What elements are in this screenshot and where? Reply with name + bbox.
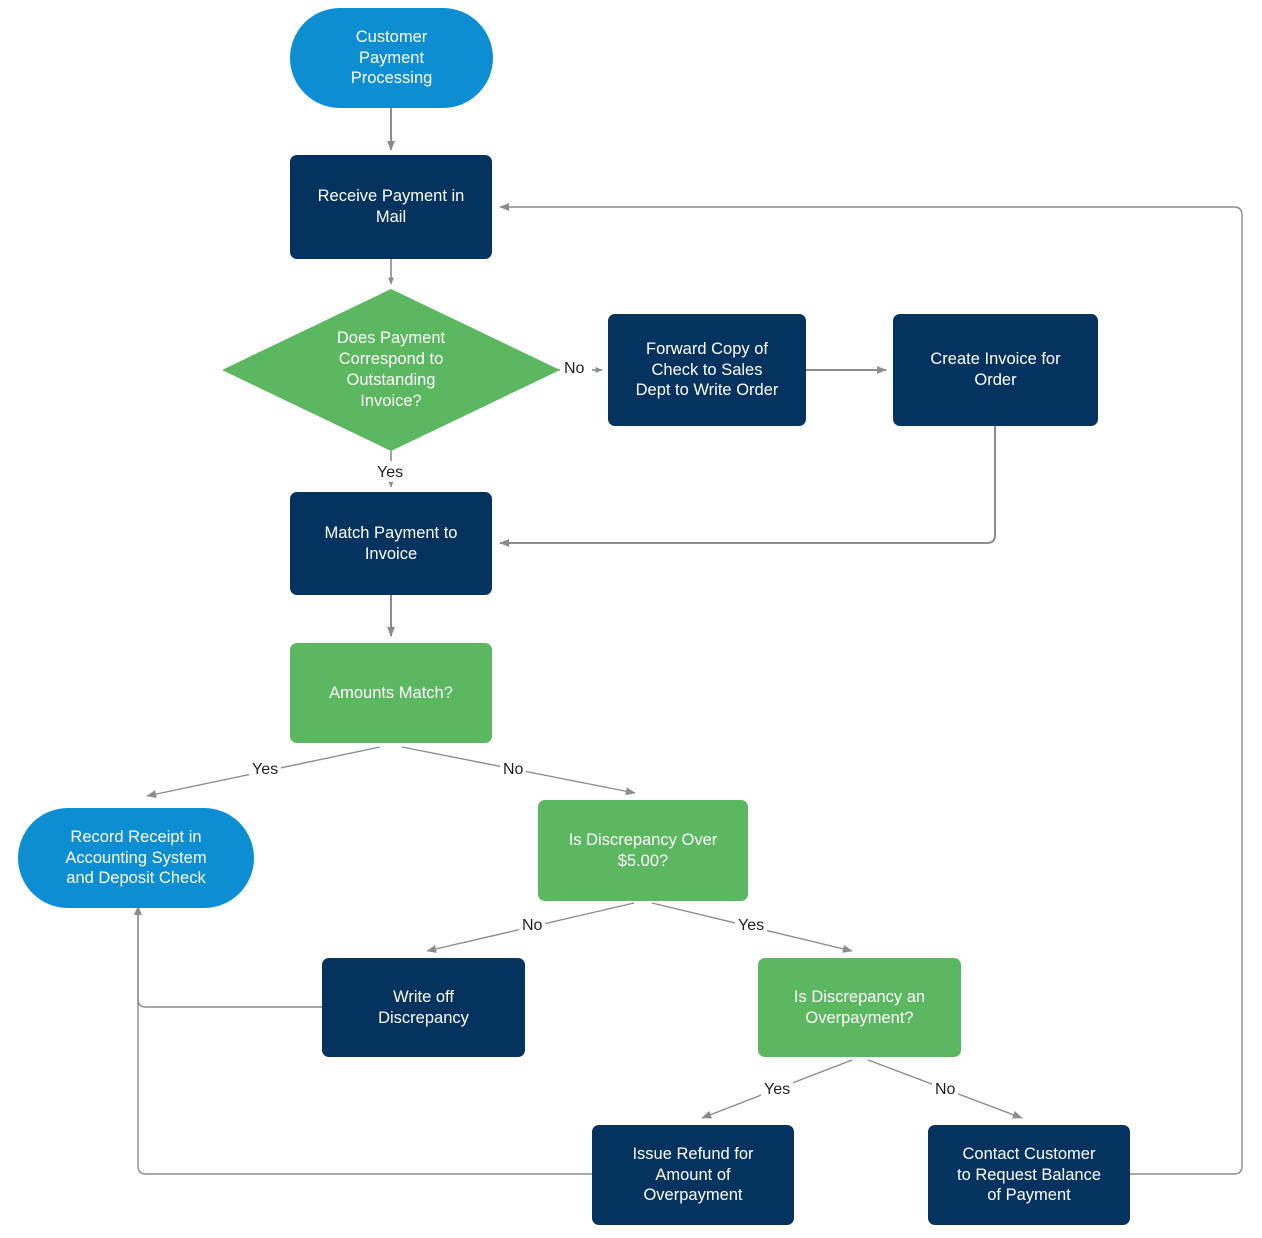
edge-label-no-overpayment: No — [932, 1081, 959, 1099]
edge-writeoff-to-record — [134, 905, 322, 1008]
node-label: Contact Customer to Request Balance of P… — [956, 1144, 1101, 1205]
node-label: Issue Refund for Amount of Overpayment — [632, 1144, 754, 1205]
edge-label-yes-amounts-match: Yes — [249, 761, 282, 779]
node-label: Record Receipt in Accounting System and … — [65, 827, 207, 888]
node-record-receipt-and-deposit[interactable]: Record Receipt in Accounting System and … — [18, 808, 254, 908]
node-label: Is Discrepancy Over $5.00? — [568, 830, 718, 870]
node-contact-customer-request-balance[interactable]: Contact Customer to Request Balance of P… — [928, 1125, 1130, 1225]
edge-label-no-over-5: No — [519, 917, 546, 935]
node-issue-refund-for-overpayment[interactable]: Issue Refund for Amount of Overpayment — [592, 1125, 794, 1225]
node-label: Create Invoice for Order — [930, 350, 1061, 389]
node-forward-copy-of-check[interactable]: Forward Copy of Check to Sales Dept to W… — [608, 314, 806, 426]
node-write-off-discrepancy[interactable]: Write off Discrepancy — [322, 958, 525, 1057]
node-label: Does Payment Correspond to Outstanding I… — [336, 329, 446, 410]
edge-label-yes-overpayment: Yes — [761, 1081, 794, 1099]
node-receive-payment-in-mail[interactable]: Receive Payment in Mail — [290, 155, 492, 259]
node-match-payment-to-invoice[interactable]: Match Payment to Invoice — [290, 492, 492, 595]
node-label: Match Payment to Invoice — [324, 523, 458, 563]
node-label: Is Discrepancy an Overpayment? — [793, 987, 926, 1027]
edge-label-no-correspond: No — [561, 360, 588, 378]
node-label: Receive Payment in Mail — [317, 187, 465, 226]
node-label: Write off Discrepancy — [378, 987, 469, 1027]
edge-label-yes-correspond: Yes — [374, 464, 407, 482]
edge-createinvoice-to-match — [499, 426, 996, 547]
node-label: Customer Payment Processing — [350, 27, 433, 88]
edge-label-yes-over-5: Yes — [735, 917, 768, 935]
node-decision-discrepancy-overpayment[interactable]: Is Discrepancy an Overpayment? — [758, 958, 961, 1057]
node-start-customer-payment-processing[interactable]: Customer Payment Processing — [290, 8, 493, 108]
node-decision-discrepancy-over-5[interactable]: Is Discrepancy Over $5.00? — [538, 800, 748, 901]
node-label: Amounts Match? — [329, 683, 453, 702]
edge-label-no-amounts-match: No — [500, 761, 527, 779]
node-decision-amounts-match[interactable]: Amounts Match? — [290, 643, 492, 743]
node-decision-does-payment-correspond[interactable]: Does Payment Correspond to Outstanding I… — [222, 289, 560, 451]
node-label: Forward Copy of Check to Sales Dept to W… — [635, 339, 779, 400]
node-create-invoice-for-order[interactable]: Create Invoice for Order — [893, 314, 1098, 426]
